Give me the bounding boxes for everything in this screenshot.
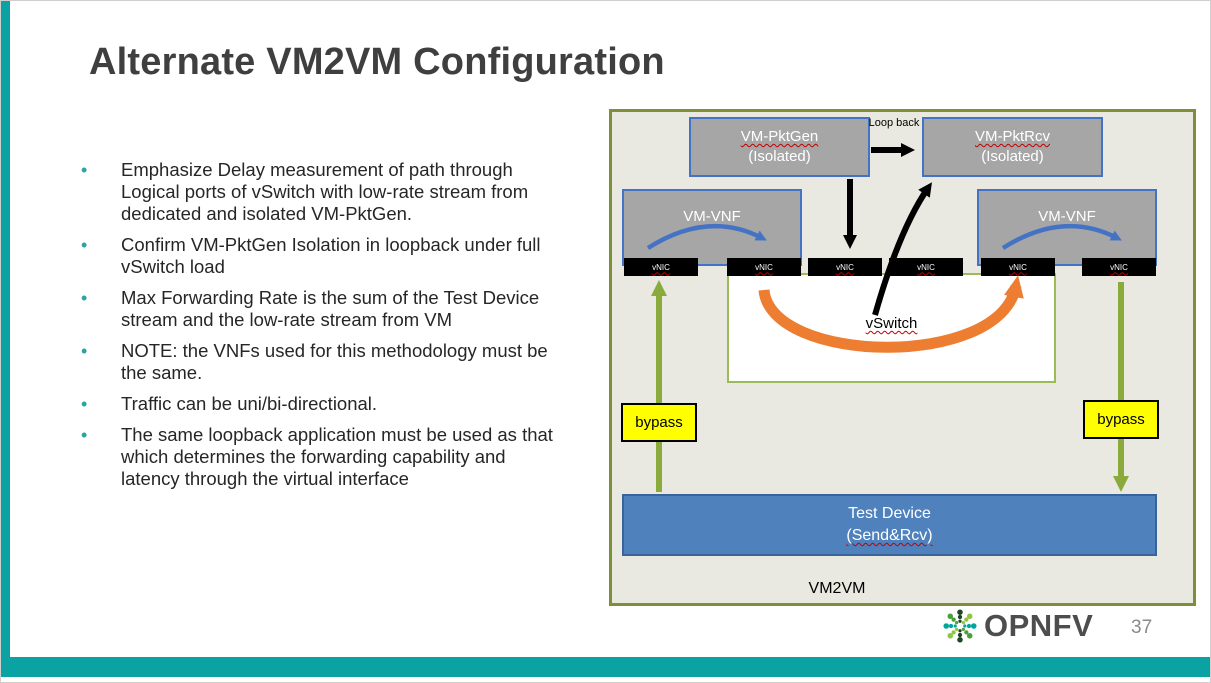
vm-pktrcv-sublabel: (Isolated)	[981, 148, 1044, 165]
bullet-item: Confirm VM-PktGen Isolation in loopback …	[79, 234, 557, 278]
bullet-item: Max Forwarding Rate is the sum of the Te…	[79, 287, 557, 331]
vnic-bar: vNIC	[808, 258, 882, 276]
bottom-accent-bar	[1, 657, 1210, 677]
bypass-left-label: bypass	[635, 414, 683, 431]
vnic-bar: vNIC	[889, 258, 963, 276]
vm-pktgen-sublabel: (Isolated)	[748, 148, 811, 165]
vnic-bar: vNIC	[1082, 258, 1156, 276]
vm-vnf-left-label: VM-VNF	[683, 208, 741, 225]
vnic-label: vNIC	[1110, 262, 1128, 272]
vm-pktrcv-box: VM-PktRcv (Isolated)	[922, 117, 1103, 177]
vnic-bar: vNIC	[981, 258, 1055, 276]
page-number: 37	[1131, 617, 1153, 638]
bullet-item: Traffic can be uni/bi-directional.	[79, 393, 557, 415]
bullet-item: Emphasize Delay measurement of path thro…	[79, 159, 557, 225]
vnic-label: vNIC	[1009, 262, 1027, 272]
vnic-label: vNIC	[917, 262, 935, 272]
vm-pktgen-label: VM-PktGen	[740, 128, 819, 145]
vm-vnf-right-box: VM-VNF	[977, 189, 1157, 266]
test-device-box: Test Device (Send&Rcv)	[622, 494, 1157, 556]
vnic-label: vNIC	[836, 262, 854, 272]
vm-vnf-left-box: VM-VNF	[622, 189, 802, 266]
vnic-label: vNIC	[652, 262, 670, 272]
left-accent-bar	[1, 1, 10, 658]
vnic-label: vNIC	[755, 262, 773, 272]
opnfv-logo-icon	[943, 609, 977, 643]
vm-pktgen-box: VM-PktGen (Isolated)	[689, 117, 870, 177]
vm-vnf-right-label: VM-VNF	[1038, 208, 1096, 225]
vnic-bar: vNIC	[727, 258, 801, 276]
vnic-bar: vNIC	[624, 258, 698, 276]
test-device-sublabel: (Send&Rcv)	[846, 527, 933, 544]
bullet-list: Emphasize Delay measurement of path thro…	[79, 159, 557, 499]
opnfv-logo-text: OPNFV	[984, 608, 1094, 643]
bullet-item: NOTE: the VNFs used for this methodology…	[79, 340, 557, 384]
loopback-label: Loop back	[868, 117, 920, 129]
test-device-label: Test Device	[848, 505, 931, 522]
vm2vm-label: VM2VM	[808, 580, 866, 597]
vm2vm-diagram: VM-PktGen (Isolated) VM-PktRcv (Isolated…	[609, 109, 1196, 606]
bypass-right-box: bypass	[1083, 400, 1159, 439]
vswitch-label: vSwitch	[865, 315, 918, 332]
bypass-left-box: bypass	[621, 403, 697, 442]
opnfv-logo: OPNFV	[942, 608, 1093, 644]
bypass-right-label: bypass	[1097, 411, 1145, 428]
bullet-item: The same loopback application must be us…	[79, 424, 557, 490]
vm-pktrcv-label: VM-PktRcv	[975, 128, 1050, 145]
page-title: Alternate VM2VM Configuration	[89, 41, 665, 83]
